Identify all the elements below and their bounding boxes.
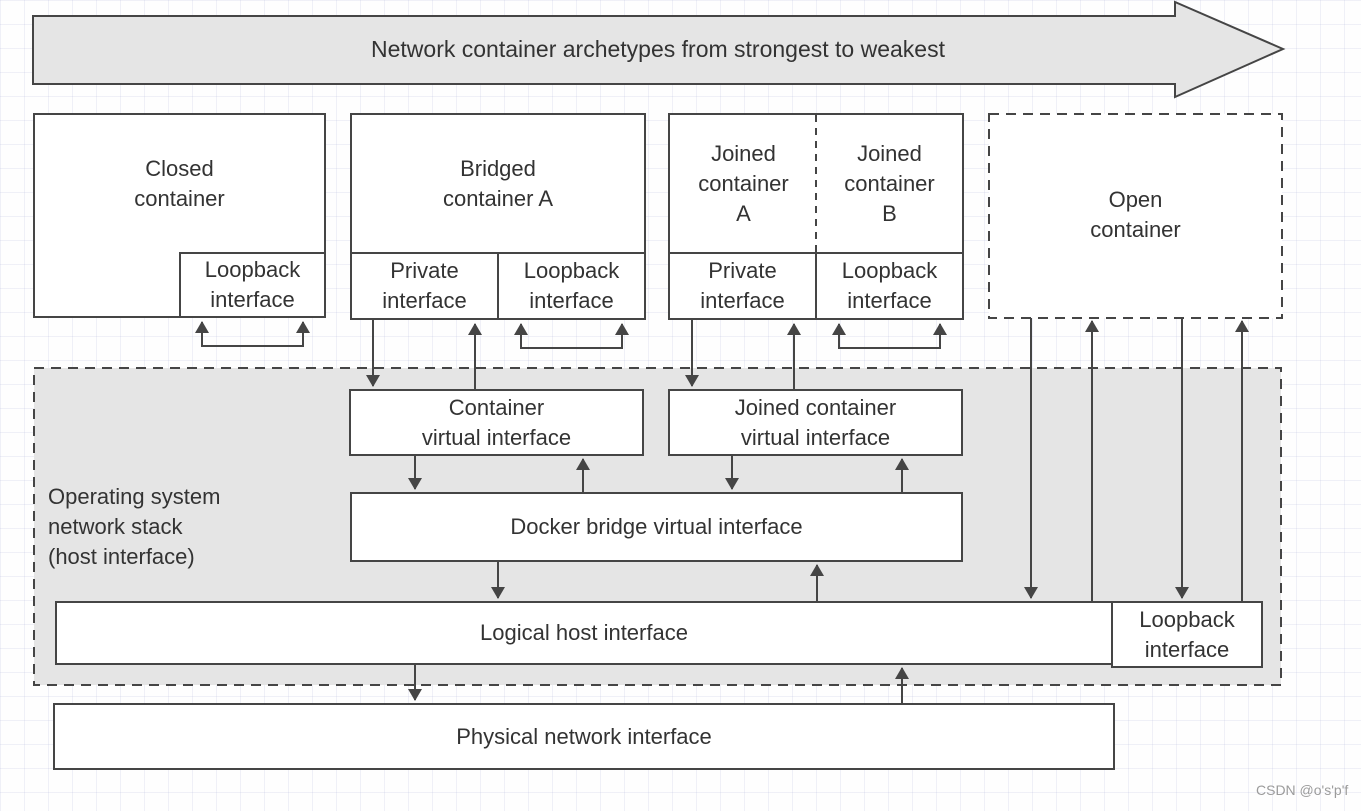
os-loopback-interface-box: Loopback interface: [1111, 601, 1263, 668]
closed-container-label: Closed container: [134, 155, 225, 211]
docker-bridge-virtual-interface-box: Docker bridge virtual interface: [350, 492, 963, 562]
os-network-stack-label: Operating system network stack (host int…: [48, 484, 221, 569]
joined-container-virtual-interface-box: Joined container virtual interface: [668, 389, 963, 456]
closed-loopback-interface-box: Loopback interface: [179, 252, 326, 318]
joined-container-b-label: Joined container B: [844, 140, 935, 226]
physical-network-interface-box: Physical network interface: [53, 703, 1115, 770]
banner-title: Network container archetypes from strong…: [371, 36, 945, 62]
csdn-watermark: CSDN @o's'p'f: [1256, 782, 1349, 798]
open-container-label: Open container: [1090, 187, 1181, 242]
joined-private-interface-box: Private interface: [668, 252, 817, 320]
joined-loopback-interface-box: Loopback interface: [815, 252, 964, 320]
bridged-loopback-interface-box: Loopback interface: [497, 252, 646, 320]
logical-host-interface-box: Logical host interface: [55, 601, 1113, 665]
bridged-private-interface-box: Private interface: [350, 252, 499, 320]
joined-container-a-label: Joined container A: [698, 140, 789, 226]
container-virtual-interface-box: Container virtual interface: [349, 389, 644, 456]
bridged-container-label: Bridged container A: [442, 155, 554, 211]
